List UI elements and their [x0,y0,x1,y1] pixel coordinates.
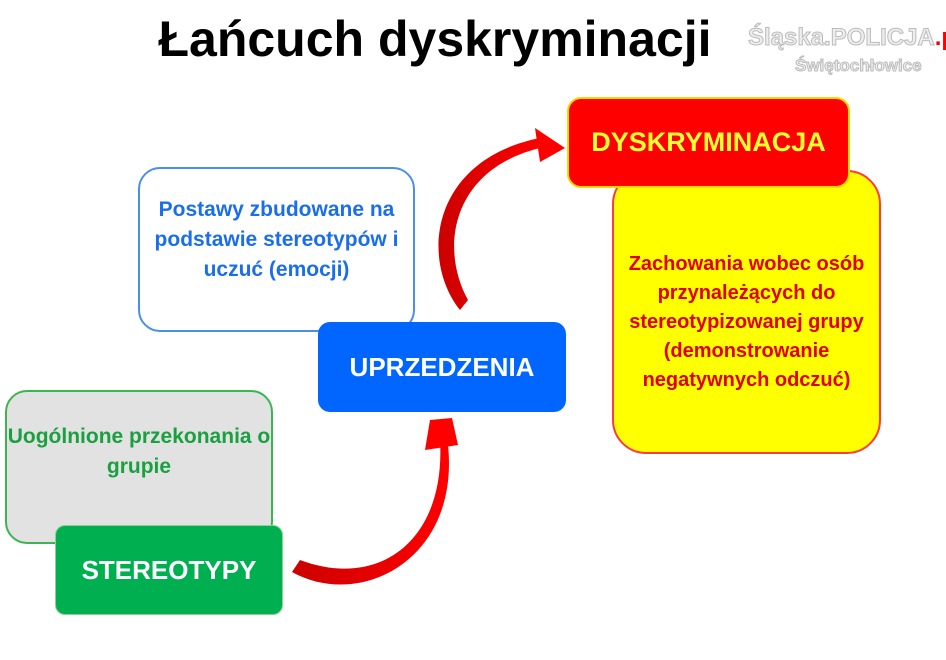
uprzedzenia-description: Postawy zbudowane na podstawie stereotyp… [138,167,415,332]
logo-suffix: .pl [934,24,946,51]
logo: Śląska.POLICJA.pl [748,24,946,52]
arrow-stereotypy-to-uprzedzenia [292,440,449,585]
dyskryminacja-description: Zachowania wobec osób przynależących do … [612,170,881,454]
stereotypy-description: Uogólnione przekonania o grupie [5,390,273,544]
arrowhead-right [535,128,565,162]
arrowhead-up [425,418,458,450]
stereotypy-node: STEREOTYPY [55,525,283,615]
page-title: Łańcuch dyskryminacji [158,11,712,67]
uprzedzenia-node: UPRZEDZENIA [318,322,566,412]
logo-city: Świętochłowice [795,56,923,76]
dyskryminacja-node: DYSKRYMINACJA [567,97,850,188]
arrow-uprzedzenia-to-dyskryminacja [438,138,540,310]
logo-main: Śląska.POLICJA [748,24,936,52]
